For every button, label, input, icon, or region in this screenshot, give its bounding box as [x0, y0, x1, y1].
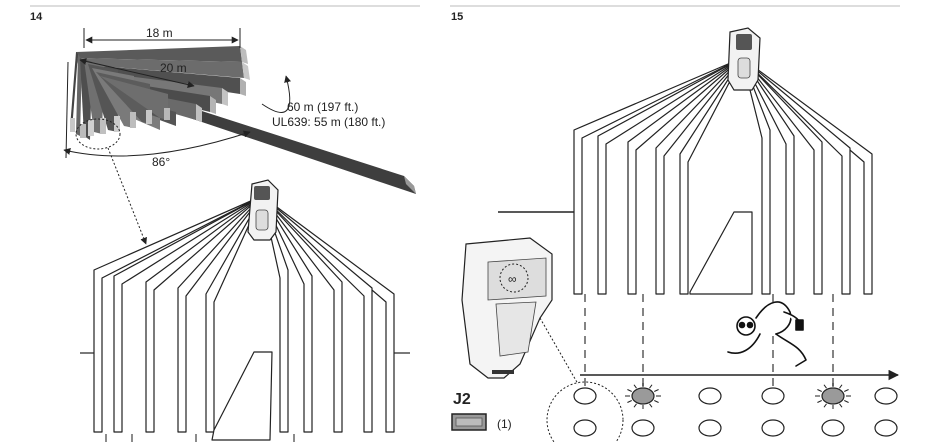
jumper-note: (1): [497, 417, 512, 431]
detector-jumper-detail: ∞: [461, 237, 579, 385]
detector-icon: [247, 179, 279, 241]
figure-number-15: 15: [451, 11, 463, 23]
depth-label: 20 m: [160, 61, 187, 75]
curtain-beam-panel: [741, 57, 851, 295]
led-callout-circle: [546, 381, 624, 442]
led-glow-ray: [627, 400, 632, 403]
led-off: [761, 419, 785, 437]
led-glow-ray: [823, 403, 827, 408]
intruder-icon: [727, 301, 807, 367]
led-glow-ray: [649, 384, 653, 389]
curtain-beam-panel: [597, 57, 743, 295]
curtain-beam-panel: [573, 57, 743, 295]
curtain-beam-panel: [177, 195, 263, 433]
led-glow-ray: [633, 384, 637, 389]
jumper-name: J2: [453, 391, 471, 408]
beam-drop-lines: [584, 294, 834, 386]
led-glow-ray: [817, 400, 822, 403]
curtain-side-view-14: [80, 195, 410, 442]
led-off: [573, 387, 597, 405]
led-off: [573, 419, 597, 437]
curtain-beam-panel: [261, 195, 289, 433]
curtain-side-view-15: [498, 57, 873, 295]
led-glow-ray: [817, 389, 822, 392]
width-dimension: 18 m: [83, 26, 241, 48]
led-glow-ray: [844, 400, 849, 403]
angle-arc: [63, 130, 251, 157]
angle-label: 86°: [152, 155, 170, 169]
led-glow-ray: [844, 389, 849, 392]
curtain-beam-panel: [741, 57, 795, 295]
led-glow-ray: [839, 403, 843, 408]
led-lit: [821, 387, 845, 405]
led-indicator-row: [573, 383, 898, 437]
curtain-beam-panel: [261, 195, 373, 433]
infinity-symbol: ∞: [508, 272, 517, 286]
led-glow-ray: [649, 403, 653, 408]
led-glow-ray: [627, 389, 632, 392]
curtain-beam-panel: [261, 195, 343, 433]
led-lit: [631, 387, 655, 405]
led-glow-ray: [823, 384, 827, 389]
curtain-beam-panel: [145, 195, 263, 433]
detail-callout-circle: [75, 118, 121, 150]
led-glow-ray: [839, 384, 843, 389]
led-glow-ray: [654, 389, 659, 392]
led-off: [761, 387, 785, 405]
curtain-beam-panel: [261, 195, 313, 433]
range-label-line2: UL639: 55 m (180 ft.): [272, 115, 385, 129]
led-glow-ray: [654, 400, 659, 403]
depth-dimension: 20 m: [79, 57, 195, 89]
curtain-center-panel: [211, 351, 273, 441]
curtain-beam-panel: [113, 195, 263, 433]
curtain-beam-panel: [93, 195, 263, 433]
detector-icon: [727, 27, 761, 91]
led-glow-ray: [633, 403, 637, 408]
curtain-beam-panel: [741, 57, 823, 295]
led-off: [874, 387, 898, 405]
led-off: [874, 419, 898, 437]
led-off: [631, 419, 655, 437]
range-arc: [261, 75, 291, 113]
led-off: [698, 419, 722, 437]
curtain-center-panel: [689, 211, 753, 295]
led-off: [821, 419, 845, 437]
curtain-beam-panel: [741, 57, 771, 295]
width-label: 18 m: [146, 26, 173, 40]
figure-number-14: 14: [30, 11, 43, 23]
curtain-beam-panel: [655, 57, 743, 295]
curtain-beam-panel: [627, 57, 743, 295]
detail-leader-line: [107, 147, 147, 245]
range-label-line1: 60 m (197 ft.): [287, 100, 358, 114]
led-off: [698, 387, 722, 405]
